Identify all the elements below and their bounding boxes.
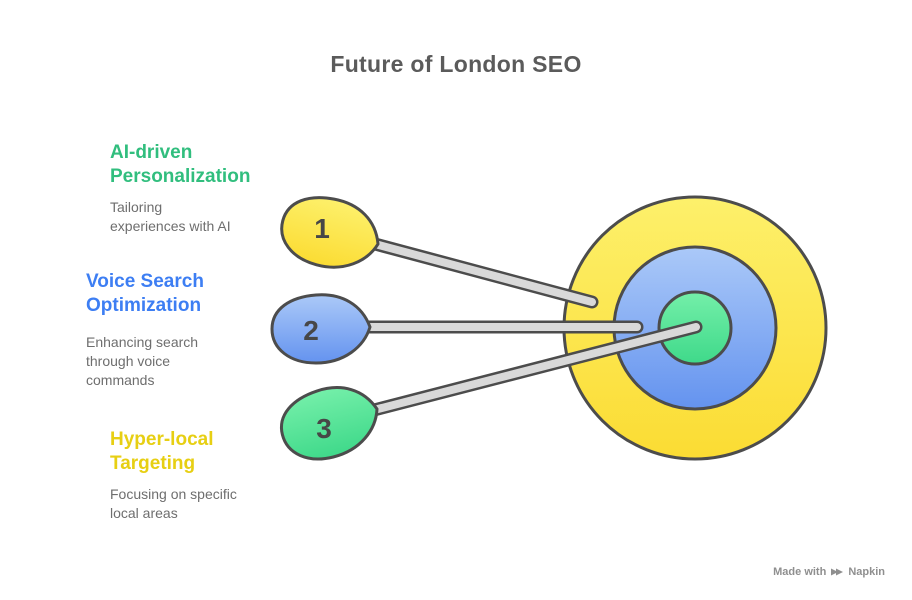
item-1-description: Tailoring experiences with AI [110, 198, 231, 236]
description-line: Enhancing search [86, 334, 199, 350]
heading-line: Optimization [86, 295, 202, 316]
item-3-description: Focusing on specific local areas [110, 485, 237, 523]
description-line: commands [86, 372, 155, 388]
description-line: Focusing on specific [110, 486, 237, 502]
marker-1-blob [280, 196, 380, 269]
heading-line: Voice Search [86, 271, 204, 292]
heading-line: Hyper-local [110, 429, 214, 450]
marker-blobs: 1 2 3 [270, 196, 380, 461]
description-line: through voice [86, 353, 171, 369]
watermark: Made with Napkin [773, 566, 885, 578]
heading-line: AI-driven [110, 142, 193, 163]
arrow-shafts [361, 237, 703, 417]
marker-2-number: 2 [303, 315, 319, 346]
item-3-heading: Hyper-local Targeting [110, 428, 213, 476]
diagram-title: Future of London SEO [330, 51, 582, 77]
marker-1-number: 1 [314, 213, 330, 244]
heading-line: Personalization [110, 166, 251, 187]
item-2-description: Enhancing search through voice commands [86, 333, 198, 390]
arrow-3-shaft [370, 323, 700, 414]
description-line: experiences with AI [110, 218, 231, 234]
arrow-1-shaft [371, 240, 596, 306]
watermark-prefix: Made with [773, 566, 827, 578]
heading-line: Targeting [110, 453, 196, 474]
description-line: local areas [110, 505, 178, 521]
marker-3-blob [279, 386, 379, 461]
item-2-heading: Voice Search Optimization [86, 270, 204, 318]
marker-2-blob [270, 293, 372, 365]
description-line: Tailoring [110, 199, 163, 215]
napkin-logo-icon [831, 567, 844, 577]
marker-3-number: 3 [316, 413, 332, 444]
item-1-heading: AI-driven Personalization [110, 141, 250, 189]
watermark-brand: Napkin [848, 566, 885, 578]
